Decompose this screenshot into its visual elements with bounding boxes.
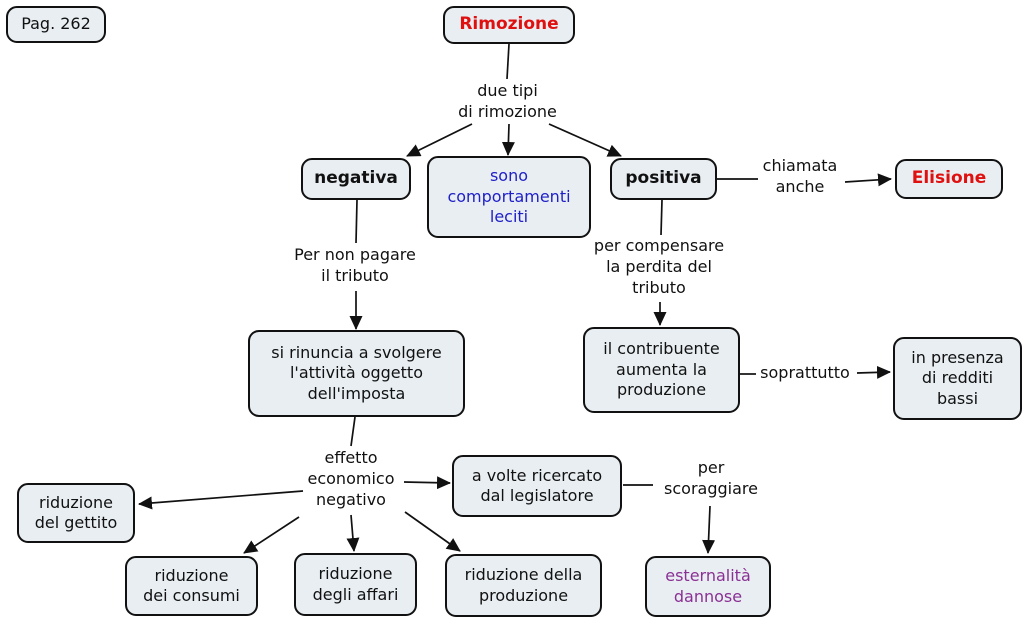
edge-label-chiamata-anche[interactable]: chiamata anche: [762, 156, 838, 196]
edge-label-per-compensare[interactable]: per compensare la perdita del tributo: [593, 236, 725, 297]
edge-negativa-to-pnp: [355, 199, 358, 244]
node-in-presenza[interactable]: in presenza di redditi bassi: [893, 337, 1022, 420]
edge-positiva-to-percomp: [660, 199, 663, 236]
edge-label-due-tipi[interactable]: due tipi di rimozione: [458, 81, 557, 121]
edge-effetto-to-gettito: [138, 490, 304, 510]
edge-label-per-non-pagare[interactable]: Per non pagare il tributo: [294, 245, 416, 285]
edge-scoraggiare-to-esternalita: [702, 505, 716, 554]
edge-label-to-negativa: [406, 123, 473, 157]
edge-rimozione-to-label: [506, 43, 510, 80]
edge-label-per-scoraggiare[interactable]: per scoraggiare: [664, 458, 758, 498]
edge-effetto-to-consumi: [243, 516, 300, 554]
edge-effetto-to-avolte: [403, 476, 451, 490]
node-riduzione-affari[interactable]: riduzione degli affari: [294, 553, 417, 616]
edge-label-to-sono: [501, 123, 515, 156]
edge-chiamata-to-elisione: [844, 173, 892, 187]
edge-sirinuncia-to-effetto: [350, 416, 356, 447]
node-si-rinuncia[interactable]: si rinuncia a svolgere l'attività oggett…: [248, 330, 465, 417]
node-negativa[interactable]: negativa: [301, 158, 411, 200]
node-riduzione-consumi[interactable]: riduzione dei consumi: [125, 556, 258, 616]
node-rimozione[interactable]: Rimozione: [443, 6, 575, 44]
edge-label-effetto[interactable]: effetto economico negativo: [307, 448, 395, 509]
node-a-volte-ricercato[interactable]: a volte ricercato dal legislatore: [452, 455, 622, 517]
edge-soprattutto-to-inpresenza: [856, 365, 891, 379]
node-elisione[interactable]: Elisione: [895, 159, 1003, 199]
edge-label-soprattutto[interactable]: soprattutto: [760, 363, 850, 382]
node-positiva[interactable]: positiva: [610, 158, 717, 200]
edge-effetto-to-affari: [346, 514, 360, 552]
node-esternalita[interactable]: esternalità dannose: [645, 556, 771, 617]
edge-effetto-to-produzione: [404, 511, 461, 552]
node-page-badge[interactable]: Pag. 262: [6, 6, 106, 43]
node-sono-comportamenti[interactable]: sono comportamenti leciti: [427, 156, 591, 238]
node-il-contribuente[interactable]: il contribuente aumenta la produzione: [583, 327, 740, 413]
edge-label-to-positiva: [548, 123, 622, 157]
node-riduzione-produzione[interactable]: riduzione della produzione: [445, 554, 602, 617]
node-riduzione-gettito[interactable]: riduzione del gettito: [17, 483, 135, 543]
